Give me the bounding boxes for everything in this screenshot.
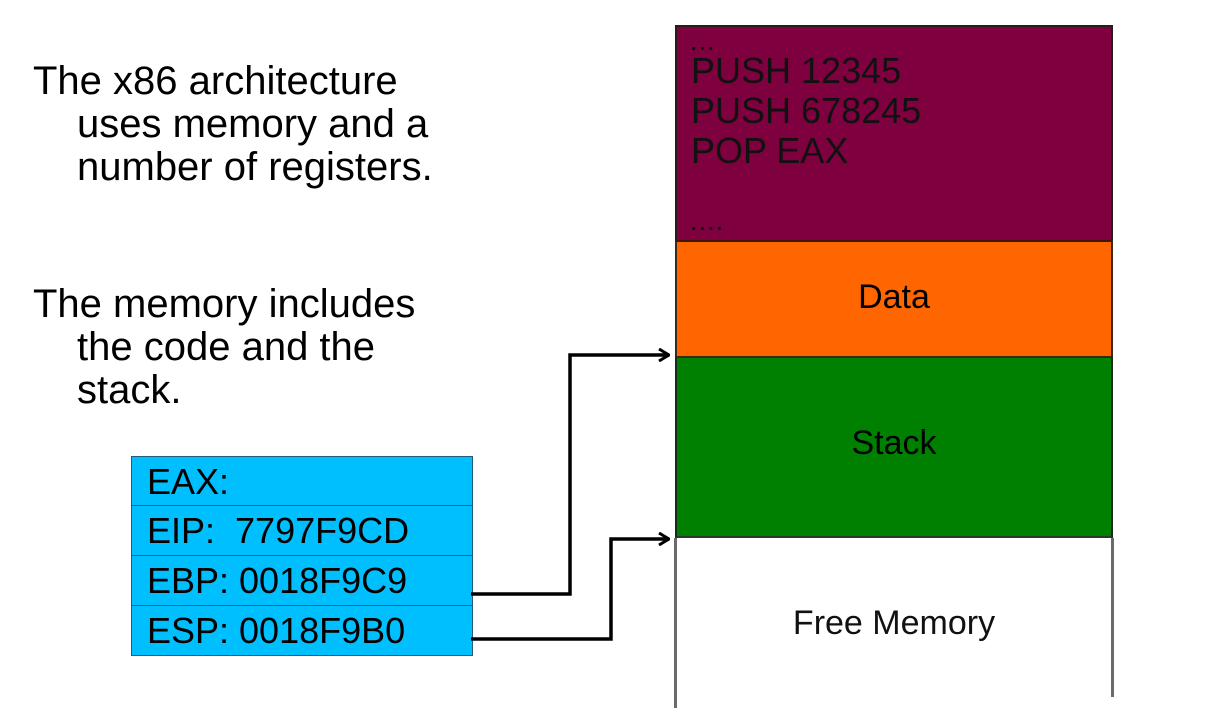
code-line: PUSH 12345 [691, 50, 902, 91]
ellipsis-top: ... [691, 33, 717, 55]
text-line: The memory includes [33, 282, 416, 326]
data-segment: Data [675, 240, 1113, 356]
text-line: stack. [77, 368, 182, 412]
data-segment-label: Data [858, 278, 930, 316]
code-segment: ... PUSH 12345 PUSH 678245 POP EAX .... [675, 25, 1113, 240]
code-line: PUSH 678245 [691, 90, 922, 131]
intro-paragraph: The x86 architecture uses memory and a n… [33, 60, 433, 189]
text-line: number of registers. [77, 145, 433, 189]
stack-segment: Stack [675, 356, 1113, 538]
ebp-pointer-arrow [471, 355, 669, 596]
free-memory-label: Free Memory [792, 604, 996, 642]
code-listing: ... PUSH 12345 PUSH 678245 POP EAX .... [691, 33, 922, 234]
esp-pointer-arrow [471, 539, 669, 641]
free-memory-segment: Free Memory [675, 538, 1113, 698]
register-table: EAX: EIP: 7797F9CD EBP: 0018F9C9 ESP: 00… [131, 456, 473, 656]
register-ebp: EBP: 0018F9C9 [131, 556, 473, 606]
text-line: the code and the [77, 325, 376, 369]
free-memory-right-border [1111, 538, 1114, 697]
ellipsis-bottom: .... [691, 213, 726, 235]
code-line: POP EAX [691, 130, 849, 171]
register-eax: EAX: [131, 456, 473, 506]
text-line: The x86 architecture [33, 59, 398, 103]
memory-paragraph: The memory includes the code and the sta… [33, 283, 415, 412]
text-line: uses memory and a [77, 102, 429, 146]
register-eip: EIP: 7797F9CD [131, 506, 473, 556]
register-esp: ESP: 0018F9B0 [131, 606, 473, 656]
stack-segment-label: Stack [851, 424, 937, 462]
free-memory-left-border [674, 538, 677, 708]
